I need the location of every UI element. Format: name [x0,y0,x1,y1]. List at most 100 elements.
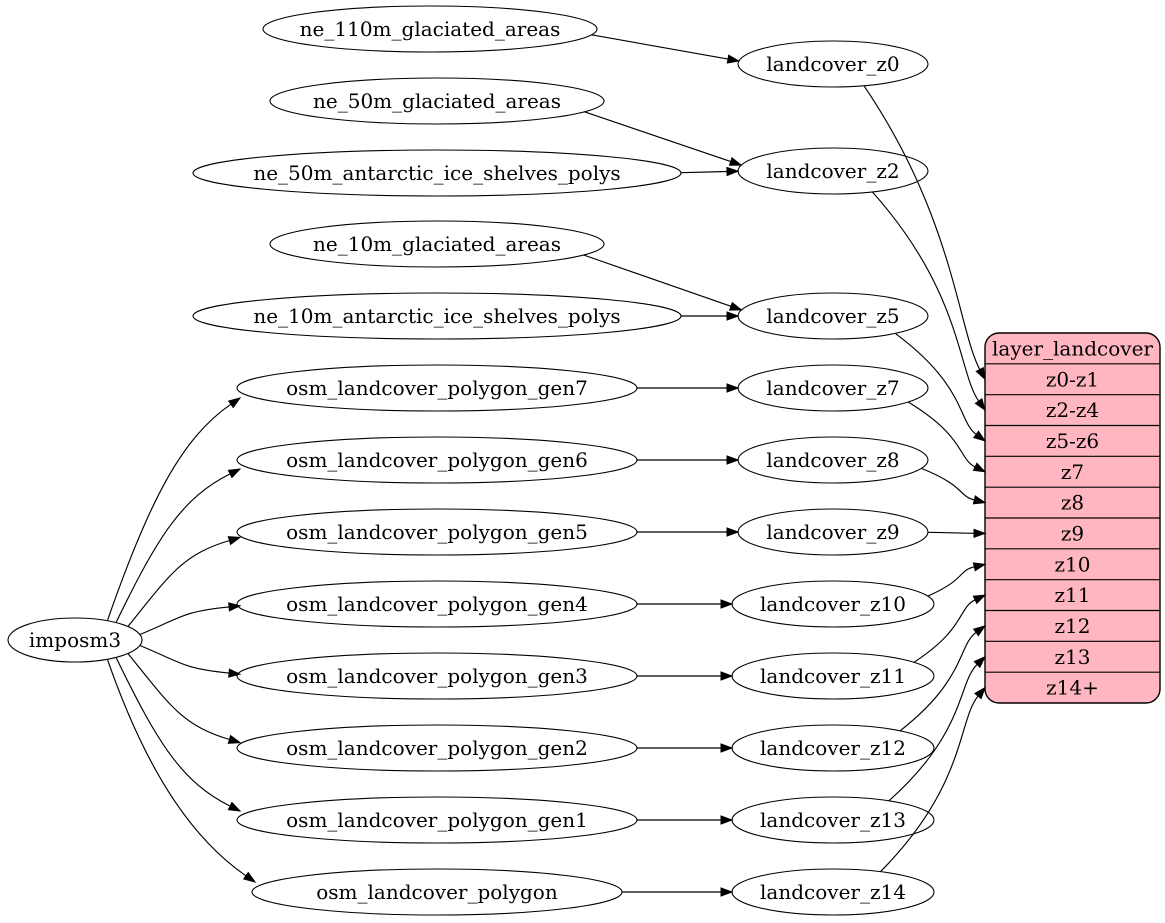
table-row-z2-z4: z2-z4 [985,394,1160,422]
edge-landcover-z11--layer-landcover-z11 [913,594,987,663]
node-label-landcover-z12: landcover_z12 [760,736,906,760]
table-row-label-z12: z12 [1055,614,1091,638]
node-imposm3: imposm3 [7,617,143,663]
arrowhead [227,734,242,744]
node-osm-landcover-polygon-gen2: osm_landcover_polygon_gen2 [236,724,638,772]
edge-osm-landcover-polygon-gen1--landcover-z13 [637,815,734,825]
arrowhead [227,536,242,546]
arrowhead [972,462,987,473]
node-shape-landcover-z0 [737,40,929,88]
node-label-imposm3: imposm3 [29,628,121,652]
edge-imposm3--osm-landcover-polygon-gen3 [139,644,242,678]
node-label-osm-landcover-polygon-gen1: osm_landcover_polygon_gen1 [286,808,588,832]
node-landcover-z9: landcover_z9 [737,508,929,556]
arrowhead [972,562,987,572]
edge-landcover-z0--layer-landcover-z0-z1 [863,85,986,381]
node-landcover-z10: landcover_z10 [731,580,935,628]
arrowhead [974,686,986,700]
arrowhead [973,528,987,539]
node-landcover-z14: landcover_z14 [731,868,935,916]
edge-osm-landcover-polygon-gen5--landcover-z9 [637,527,740,537]
node-label-landcover-z11: landcover_z11 [760,664,906,688]
arrowhead [728,156,743,166]
node-label-ne-50m-antarctic-ice-shelves-polys: ne_50m_antarctic_ice_shelves_polys [253,161,620,185]
arrowhead [726,383,740,393]
node-osm-landcover-polygon-gen6: osm_landcover_polygon_gen6 [236,436,638,484]
node-label-ne-110m-glaciated-areas: ne_110m_glaciated_areas [300,17,561,41]
table-row-label-z11: z11 [1055,583,1091,607]
edge-imposm3--osm-landcover-polygon-gen1 [115,657,242,812]
arrowhead [726,311,740,321]
node-label-landcover-z5: landcover_z5 [766,304,899,328]
table-row-label-z9: z9 [1061,521,1084,545]
node-label-osm-landcover-polygon: osm_landcover_polygon [316,880,558,904]
edge-imposm3--osm-landcover-polygon [106,659,257,883]
node-ne-50m-antarctic-ice-shelves-polys: ne_50m_antarctic_ice_shelves_polys [192,149,682,197]
edge-osm-landcover-polygon-gen3--landcover-z11 [637,671,734,681]
node-label-landcover-z9: landcover_z9 [766,520,899,544]
table-row-label-z0-z1: z0-z1 [1046,367,1099,391]
node-ne-50m-glaciated-areas: ne_50m_glaciated_areas [269,77,605,125]
arrowhead [726,54,741,64]
node-shape-ne-50m-glaciated-areas [269,77,605,125]
table-row-label-z10: z10 [1055,552,1091,576]
node-label-landcover-z14: landcover_z14 [760,880,906,904]
node-label-ne-10m-antarctic-ice-shelves-polys: ne_10m_antarctic_ice_shelves_polys [253,304,620,328]
edge-osm-landcover-polygon--landcover-z14 [622,887,734,897]
node-shape-ne-50m-antarctic-ice-shelves-polys [192,149,682,197]
table-row-z8: z8 [985,486,1160,515]
node-label-osm-landcover-polygon-gen5: osm_landcover_polygon_gen5 [286,520,588,544]
node-label-landcover-z10: landcover_z10 [760,592,906,616]
arrowhead [720,671,734,681]
table-layer-landcover: layer_landcoverz0-z1z2-z4z5-z6z7z8z9z10z… [984,332,1161,704]
edge-imposm3--osm-landcover-polygon-gen5 [127,536,242,627]
node-osm-landcover-polygon-gen3: osm_landcover_polygon_gen3 [236,652,638,700]
node-label-osm-landcover-polygon-gen2: osm_landcover_polygon_gen2 [286,736,588,760]
table-row-label-z14-: z14+ [1046,676,1099,700]
node-landcover-z2: landcover_z2 [737,147,929,195]
edge-osm-landcover-polygon-gen4--landcover-z10 [637,599,734,609]
edge-ne-50m-glaciated-areas--landcover-z2 [584,111,743,166]
table-row-label-z8: z8 [1061,491,1084,515]
node-osm-landcover-polygon-gen7: osm_landcover_polygon_gen7 [236,364,638,412]
edge-imposm3--osm-landcover-polygon-gen7 [106,397,242,621]
node-label-landcover-z2: landcover_z2 [766,159,899,183]
node-landcover-z5: landcover_z5 [737,292,929,340]
node-label-ne-50m-glaciated-areas: ne_50m_glaciated_areas [313,89,561,113]
table-row-z7: z7 [985,455,1160,484]
edge-osm-landcover-polygon-gen6--landcover-z8 [637,455,740,465]
edge-landcover-z14--layer-landcover-z14- [879,686,986,873]
arrowhead [972,625,987,637]
edge-landcover-z13--layer-landcover-z13 [888,655,987,802]
node-osm-landcover-polygon-gen5: osm_landcover_polygon_gen5 [236,508,638,556]
edge-ne-10m-glaciated-areas--landcover-z5 [583,254,743,311]
arrowhead [728,301,743,311]
edge-ne-110m-glaciated-areas--landcover-z0 [591,34,741,64]
arrowhead [720,887,734,897]
table-row-z11: z11 [985,579,1160,607]
edge-landcover-z8--layer-landcover-z8 [921,467,987,505]
arrowhead [972,594,987,605]
arrowhead [972,430,987,442]
arrowhead [227,468,242,479]
edge-landcover-z12--layer-landcover-z12 [899,625,987,732]
node-label-ne-10m-glaciated-areas: ne_10m_glaciated_areas [313,232,561,256]
nodes-layer: imposm3 ne_110m_glaciated_areas ne_50m_gla… [7,5,935,916]
node-osm-landcover-polygon-gen1: osm_landcover_polygon_gen1 [236,796,638,844]
edge-imposm3--osm-landcover-polygon-gen6 [115,468,242,623]
table-row-label-z13: z13 [1055,645,1091,669]
table-row-z0-z1: z0-z1 [985,363,1160,391]
table-row-z10: z10 [985,548,1160,576]
node-landcover-z0: landcover_z0 [737,40,929,88]
edges-layer [106,34,987,897]
edge-ne-10m-antarctic-ice-shelves-polys--landcover-z5 [681,311,740,321]
table-title: layer_landcover [992,336,1153,360]
arrowhead [227,397,242,409]
edge-landcover-z10--layer-landcover-z10 [927,562,987,597]
node-landcover-z11: landcover_z11 [731,652,935,700]
table-row-z9: z9 [985,517,1160,545]
table-row-z14-: z14+ [985,671,1160,700]
edge-ne-50m-antarctic-ice-shelves-polys--landcover-z2 [680,166,740,177]
arrowhead [227,801,242,812]
